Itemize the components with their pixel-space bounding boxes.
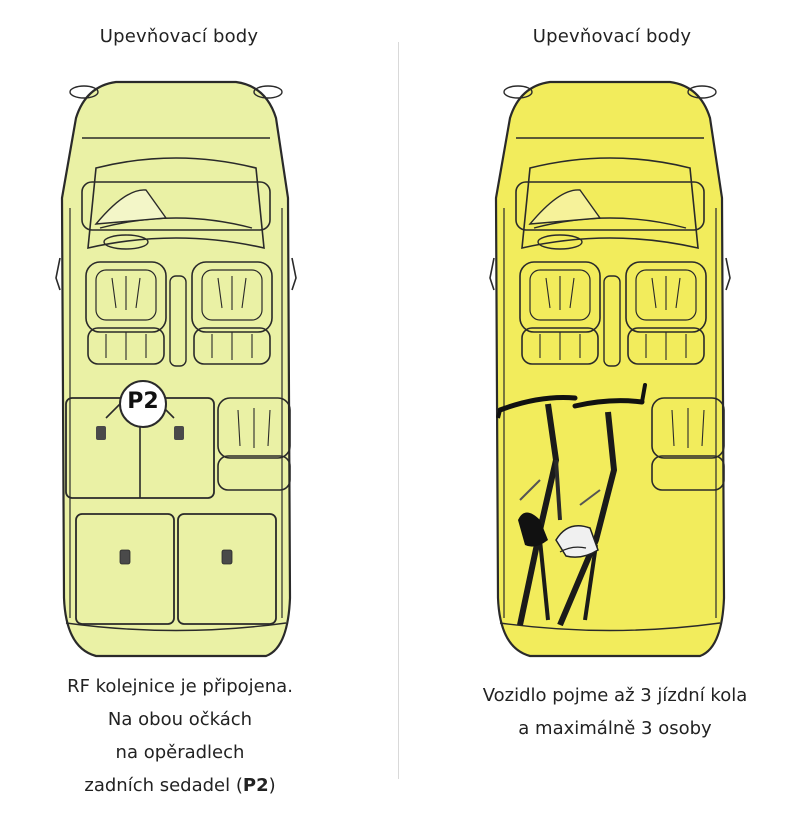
left-car (54, 80, 298, 658)
right-car (488, 80, 732, 658)
p2-badge (119, 380, 167, 428)
right-anchor-point (174, 426, 184, 440)
left-caption-line3: na opěradlech (115, 742, 245, 763)
bicycle-1 (496, 395, 578, 626)
left-caption-line4-suffix: ) (268, 775, 276, 796)
left-anchor-point (96, 426, 106, 440)
left-caption-line4: zadních sedadel (P2) (20, 769, 340, 802)
p2-label: P2 (127, 389, 159, 414)
left-caption: RF kolejnice je připojena. Na obou očkác… (20, 670, 340, 802)
panel-divider (398, 42, 399, 779)
right-caption-line2: a maximálně 3 osoby (518, 718, 712, 739)
left-caption-line4-prefix: zadních sedadel ( (84, 775, 243, 796)
bicycle-2 (555, 383, 647, 627)
left-caption-line4-bold: P2 (242, 775, 269, 796)
right-caption: Vozidlo pojme až 3 jízdní kola a maximál… (455, 679, 775, 745)
right-panel-title: Upevňovací body (532, 26, 692, 47)
left-caption-line2: Na obou očkách (107, 709, 253, 730)
left-panel-title: Upevňovací body (99, 26, 259, 47)
left-caption-line1: RF kolejnice je připojena. (67, 676, 293, 697)
right-caption-line1: Vozidlo pojme až 3 jízdní kola (482, 685, 748, 706)
